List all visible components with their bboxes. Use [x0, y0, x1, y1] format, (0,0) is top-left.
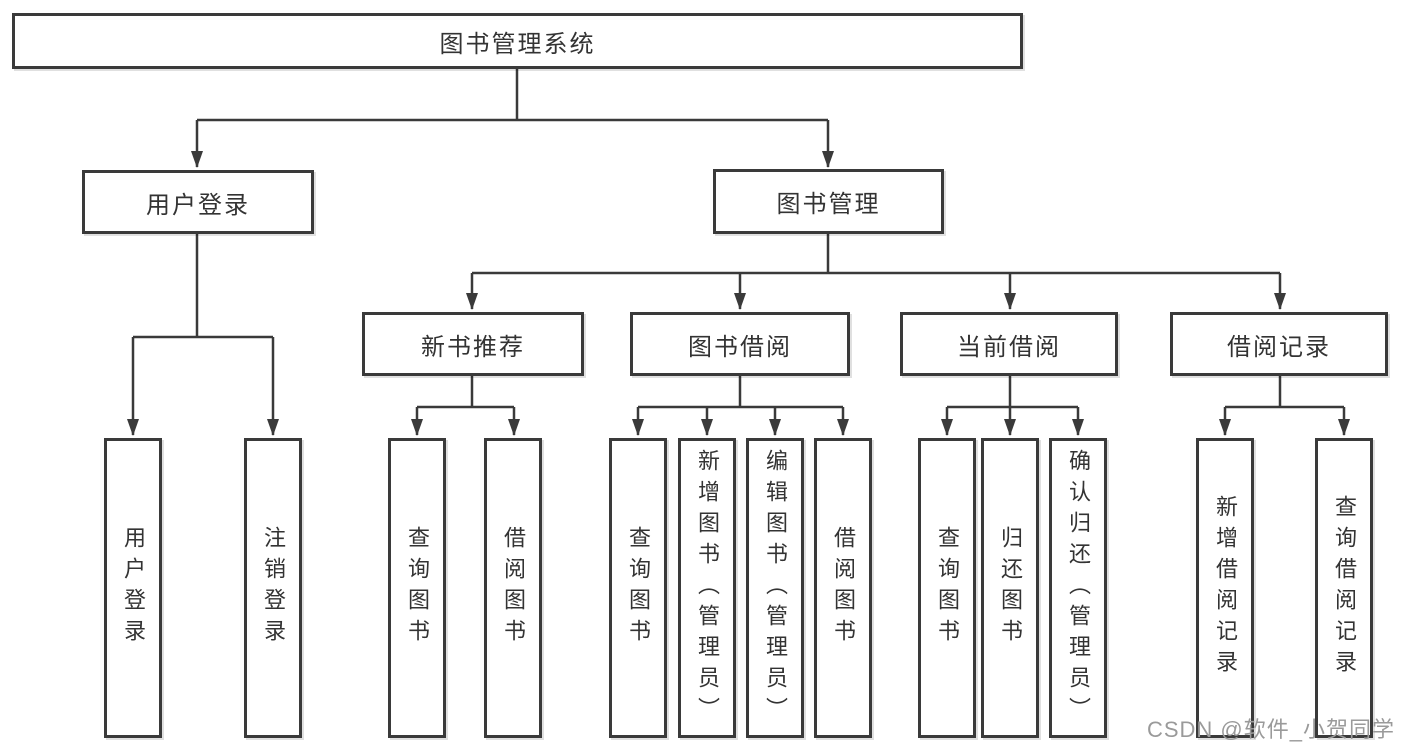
node-current-borrow-label: 当前借阅	[957, 333, 1061, 361]
node-new-book-recommend-label: 新书推荐	[421, 333, 525, 361]
leaf-label: 借阅图书	[831, 526, 856, 650]
leaf-newbook-query-book: 查询图书	[388, 438, 446, 738]
leaf-user-login: 用户登录	[104, 438, 162, 738]
leaf-logout-login: 注销登录	[244, 438, 302, 738]
leaf-label: 用户登录	[121, 526, 146, 650]
leaf-label: 查询图书	[626, 526, 651, 650]
leaf-borrow-borrow-book: 借阅图书	[814, 438, 872, 738]
leaf-label: 查询图书	[935, 526, 960, 650]
leaf-label: 查询借阅记录	[1332, 495, 1357, 681]
leaf-borrow-edit-book-admin: 编辑图书（管理员）	[746, 438, 804, 738]
leaf-current-query-book: 查询图书	[918, 438, 976, 738]
leaf-label: 归还图书	[998, 526, 1023, 650]
leaf-current-confirm-return-admin: 确认归还（管理员）	[1049, 438, 1107, 738]
node-user-login-label: 用户登录	[146, 191, 250, 219]
node-root-label: 图书管理系统	[439, 30, 596, 58]
node-borrow-record-label: 借阅记录	[1227, 333, 1331, 361]
node-root: 图书管理系统	[12, 13, 1023, 69]
node-book-management-label: 图书管理	[776, 191, 881, 218]
leaf-newbook-borrow-book: 借阅图书	[484, 438, 542, 738]
leaf-current-return-book: 归还图书	[981, 438, 1039, 738]
node-current-borrow: 当前借阅	[900, 312, 1118, 376]
leaf-record-add-record: 新增借阅记录	[1196, 438, 1254, 738]
watermark: CSDN @软件_小贺同学	[1146, 717, 1395, 742]
node-borrow-record: 借阅记录	[1170, 312, 1388, 376]
node-user-login: 用户登录	[82, 170, 314, 234]
leaf-label: 查询图书	[405, 526, 430, 650]
leaf-label: 新增图书（管理员）	[695, 448, 720, 728]
leaf-label: 注销登录	[261, 526, 286, 650]
node-book-management: 图书管理	[713, 169, 944, 234]
leaf-record-query-record: 查询借阅记录	[1315, 438, 1373, 738]
leaf-label: 借阅图书	[501, 526, 526, 650]
leaf-borrow-add-book-admin: 新增图书（管理员）	[678, 438, 736, 738]
leaf-label: 编辑图书（管理员）	[763, 448, 788, 728]
leaf-label: 确认归还（管理员）	[1066, 448, 1091, 728]
leaf-label: 新增借阅记录	[1213, 495, 1238, 681]
node-book-borrow-label: 图书借阅	[688, 333, 792, 361]
leaf-borrow-query-book: 查询图书	[609, 438, 667, 738]
node-new-book-recommend: 新书推荐	[362, 312, 584, 376]
node-book-borrow: 图书借阅	[630, 312, 850, 376]
